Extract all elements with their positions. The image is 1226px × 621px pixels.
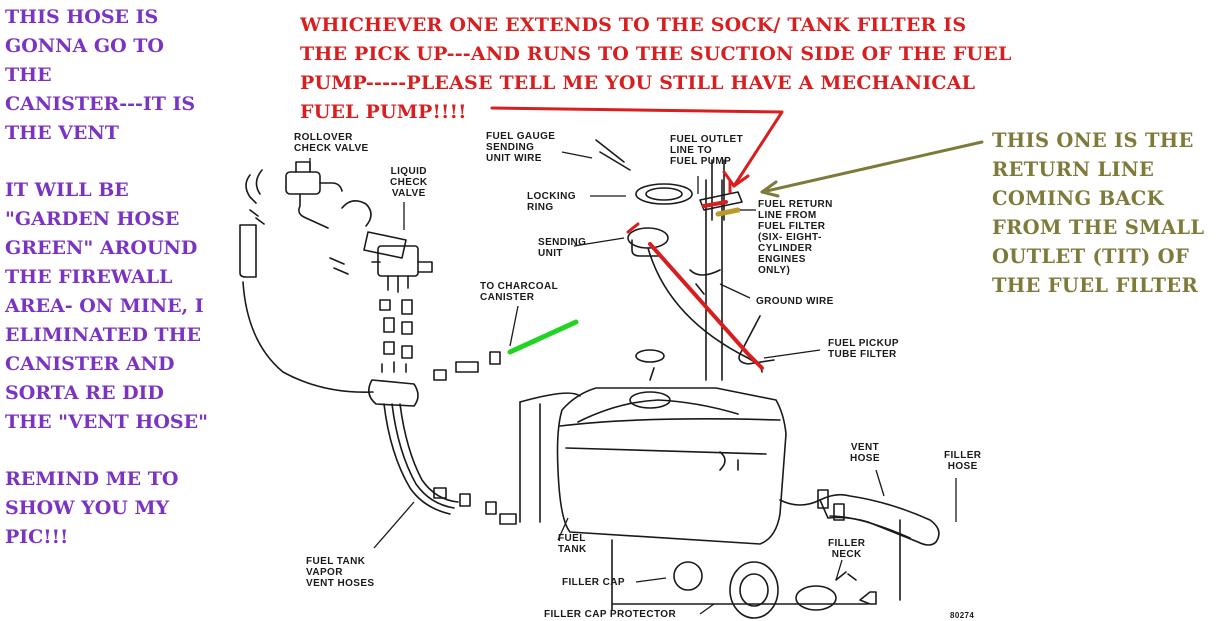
filler-assembly-drawing: [611, 489, 940, 619]
diagram-part-number: 80274: [950, 611, 975, 620]
label-locking-ring: LOCKING RING: [527, 191, 576, 213]
label-fuel-tank: FUEL TANK: [558, 533, 587, 555]
label-to-charcoal-canister: TO CHARCOAL CANISTER: [480, 281, 559, 303]
label-fuel-tank-vapor-vent-hoses: FUEL TANK VAPOR VENT HOSES: [306, 556, 375, 589]
label-filler-neck: FILLER NECK: [828, 538, 866, 560]
return-line-highlight: [715, 207, 741, 217]
label-fuel-return-line: FUEL RETURN LINE FROM FUEL FILTER (SIX- …: [758, 199, 833, 276]
label-liquid-check-valve: LIQUID CHECK VALVE: [390, 166, 428, 199]
note-vent-hose: THIS HOSE IS GONNA GO TO THE CANISTER---…: [5, 6, 209, 548]
label-fuel-pickup-tube-filter: FUEL PICKUP TUBE FILTER: [828, 338, 899, 360]
label-fuel-gauge-sending-unit-wire: FUEL GAUGE SENDING UNIT WIRE: [486, 131, 556, 164]
label-filler-cap-protector: FILLER CAP PROTECTOR: [544, 609, 677, 620]
label-filler-hose: FILLER HOSE: [944, 450, 982, 472]
label-filler-cap: FILLER CAP: [562, 577, 625, 588]
sending-unit-drawing: [595, 139, 775, 373]
vapor-vent-hoses-drawing: [368, 351, 517, 525]
liquid-check-valve-drawing: [329, 200, 433, 359]
canister-hose-highlight: [507, 319, 579, 355]
label-rollover-check-valve: ROLLOVER CHECK VALVE: [294, 132, 369, 154]
label-fuel-outlet-line: FUEL OUTLET LINE TO FUEL PUMP: [670, 134, 744, 167]
label-leader-lines: [309, 151, 957, 615]
fuel-tank-drawing: [519, 179, 787, 545]
return-arrow: [760, 140, 984, 198]
note-return-line: THIS ONE IS THE RETURN LINE COMING BACK …: [992, 129, 1205, 297]
rollover-check-valve-drawing: [239, 161, 374, 393]
label-ground-wire: GROUND WIRE: [756, 296, 834, 307]
label-sending-unit: SENDING UNIT: [538, 237, 587, 259]
pickup-line-highlight: [626, 180, 764, 370]
pickup-arrow: [490, 106, 784, 188]
label-vent-hose: VENT HOSE: [850, 442, 880, 464]
note-pickup-line: WHICHEVER ONE EXTENDS TO THE SOCK/ TANK …: [300, 14, 1012, 123]
